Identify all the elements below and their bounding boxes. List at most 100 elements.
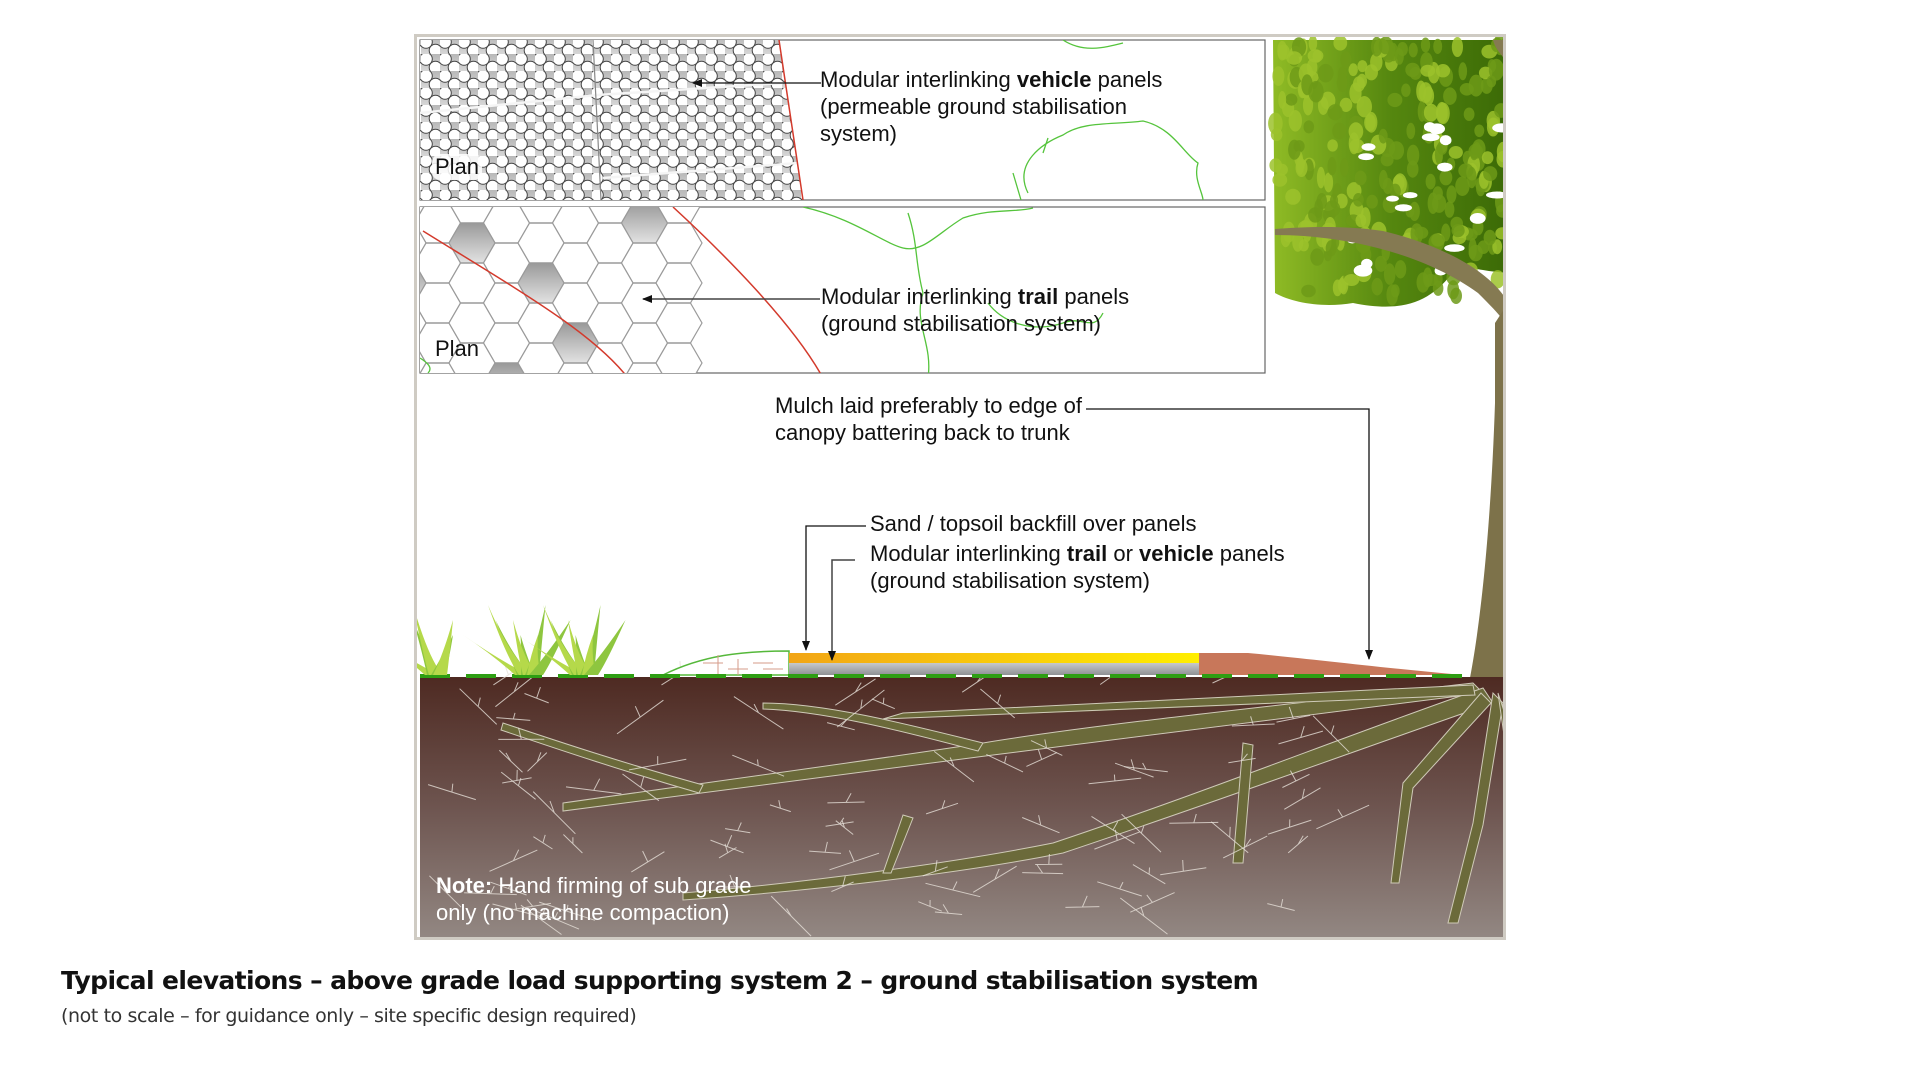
- fine-root: [1124, 762, 1168, 773]
- fine-root: [922, 860, 948, 877]
- leaf: [1468, 237, 1477, 260]
- tree-canopy: [1268, 37, 1503, 321]
- canopy-gap: [1353, 264, 1373, 277]
- fine-root: [1282, 770, 1310, 788]
- leaf: [1474, 124, 1485, 138]
- diagram-frame: [414, 34, 1506, 940]
- canopy-gap: [1358, 153, 1374, 161]
- hex-panel-cell: [449, 383, 495, 423]
- hex-panel-cell: [622, 403, 668, 443]
- fine-root: [1284, 787, 1321, 810]
- leaf: [1390, 284, 1400, 298]
- leaf: [1314, 198, 1323, 218]
- hex-panel-cell: [518, 423, 564, 463]
- leaf: [1327, 104, 1343, 121]
- leaf: [1488, 58, 1503, 81]
- leaf: [1410, 223, 1424, 245]
- tree-roots: [500, 682, 1503, 924]
- canopy-outline: [1012, 120, 1204, 200]
- leaf: [1420, 64, 1436, 77]
- hex-panel-cell: [448, 342, 496, 373]
- grass-blade: [417, 618, 443, 675]
- leaf: [1420, 37, 1431, 53]
- fine-root: [1030, 739, 1063, 756]
- hex-panel-cell: [417, 443, 461, 483]
- leaf: [1408, 42, 1418, 58]
- leaf: [1435, 63, 1451, 78]
- hex-panel-cell: [420, 311, 427, 335]
- grass-blade: [580, 605, 601, 675]
- leaf: [1286, 51, 1302, 65]
- fine-root: [1022, 864, 1064, 875]
- leaf: [1451, 224, 1465, 238]
- leaf: [1288, 110, 1303, 132]
- fine-root: [628, 756, 687, 771]
- fine-root: [918, 899, 942, 912]
- leaf: [1357, 60, 1368, 73]
- fine-root: [1022, 815, 1060, 834]
- fine-root: [836, 689, 885, 728]
- hex-panel-cell: [518, 383, 564, 423]
- grass-clumps: [417, 605, 626, 675]
- fine-root: [1228, 753, 1256, 764]
- leaf: [1481, 151, 1494, 165]
- leaf: [1459, 83, 1474, 96]
- leaf: [1378, 37, 1394, 55]
- leaf: [1401, 83, 1411, 97]
- leaf: [1467, 166, 1477, 189]
- leaf: [1423, 86, 1435, 106]
- fine-root: [770, 895, 812, 937]
- leaf: [1302, 94, 1314, 116]
- hex-panel-cell: [691, 483, 737, 523]
- grass-blade: [525, 605, 546, 675]
- fine-root: [871, 697, 895, 710]
- fine-roots: [427, 658, 1370, 937]
- hex-panel-cell: [553, 483, 599, 523]
- fine-root: [532, 791, 576, 835]
- fine-root: [1169, 813, 1219, 824]
- figure-subtitle: (not to scale – for guidance only – site…: [61, 1005, 637, 1027]
- hex-panel-cell: [691, 443, 737, 483]
- fine-root: [490, 880, 527, 896]
- leaf: [1463, 107, 1475, 121]
- fine-root: [1035, 853, 1063, 865]
- canopy-gap: [1469, 213, 1486, 224]
- canopy-gap: [1394, 204, 1412, 212]
- leaf: [1285, 93, 1298, 106]
- fine-root: [429, 875, 462, 908]
- leaf: [1327, 157, 1337, 176]
- leaf: [1353, 193, 1364, 207]
- leaf: [1336, 73, 1348, 93]
- hex-panel-cell: [420, 351, 427, 373]
- fine-root: [1065, 895, 1100, 908]
- fine-root: [925, 881, 981, 898]
- leaf: [1458, 62, 1468, 81]
- leaf: [1343, 274, 1360, 286]
- canopy-gap: [1437, 162, 1453, 172]
- canopy-gap: [1402, 192, 1418, 199]
- fine-root: [464, 885, 517, 896]
- fine-root: [520, 904, 562, 935]
- root: [1447, 691, 1503, 924]
- hex-panel-cell: [417, 503, 426, 543]
- fine-root: [1312, 715, 1350, 753]
- leaf: [1295, 158, 1308, 177]
- fine-root: [502, 769, 532, 784]
- leaf: [1348, 132, 1360, 155]
- hex-panel-cell: [449, 503, 495, 543]
- fine-root: [831, 876, 854, 893]
- hex-panel-cell: [656, 423, 702, 463]
- subgrade-note: Note: Hand firming of sub grade only (no…: [436, 873, 752, 925]
- leaf: [1292, 231, 1304, 252]
- hex-panel-cell: [691, 523, 737, 563]
- fine-root: [459, 688, 498, 725]
- tree-trunk: [1469, 310, 1503, 683]
- leaf: [1492, 239, 1503, 255]
- fine-root: [1287, 835, 1309, 854]
- hex-panel-cell: [553, 443, 599, 483]
- fine-root: [1026, 749, 1058, 767]
- hex-panel-cell: [517, 342, 565, 373]
- hex-panel-cell: [655, 342, 703, 373]
- hex-panel-cell: [449, 423, 495, 463]
- fine-root: [925, 800, 959, 815]
